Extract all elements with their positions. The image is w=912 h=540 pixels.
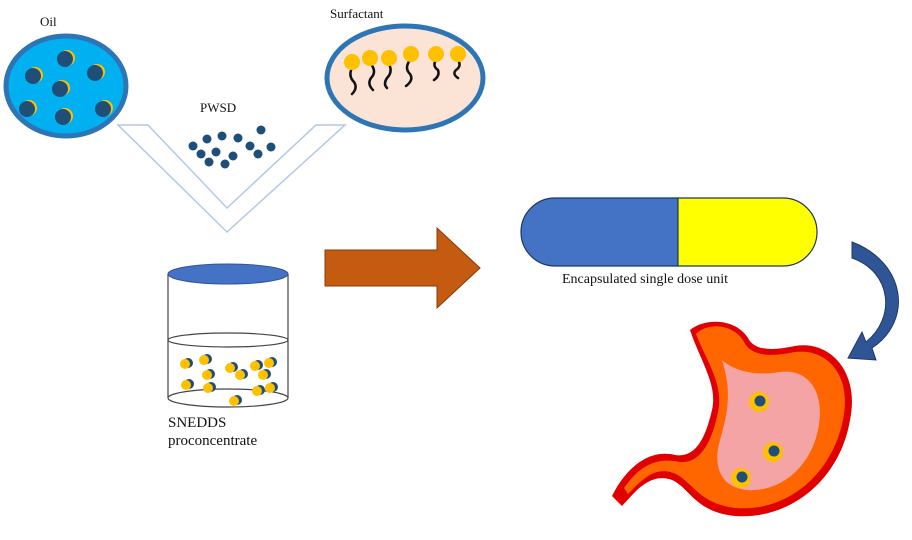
stomach: [612, 321, 852, 517]
oil-circle: [3, 33, 129, 139]
curved-arrow: [847, 241, 899, 361]
surfactant-circle: [324, 23, 486, 133]
stomach-emulsion-droplets: [731, 392, 783, 488]
pwsd-label: PWSD: [200, 100, 237, 115]
mixing-funnel: [116, 124, 347, 234]
oil-droplets: [19, 50, 113, 125]
capsule-label: Encapsulated single dose unit: [562, 272, 729, 287]
oil-label: Oil: [40, 14, 57, 29]
process-arrow: [324, 226, 481, 310]
snedds-label-line1: SNEDDS: [168, 415, 227, 431]
pwsd-particles: [188, 125, 276, 169]
surfactant-tails: [349, 58, 461, 96]
beaker-droplets: [180, 354, 278, 406]
surfactant-heads: [344, 46, 466, 70]
snedds-beaker: [167, 263, 289, 408]
surfactant-label: Surfactant: [330, 6, 384, 21]
snedds-label-line2: proconcentrate: [168, 433, 258, 449]
snedds-label: SNEDDS proconcentrate: [168, 414, 257, 450]
capsule: [520, 197, 818, 267]
